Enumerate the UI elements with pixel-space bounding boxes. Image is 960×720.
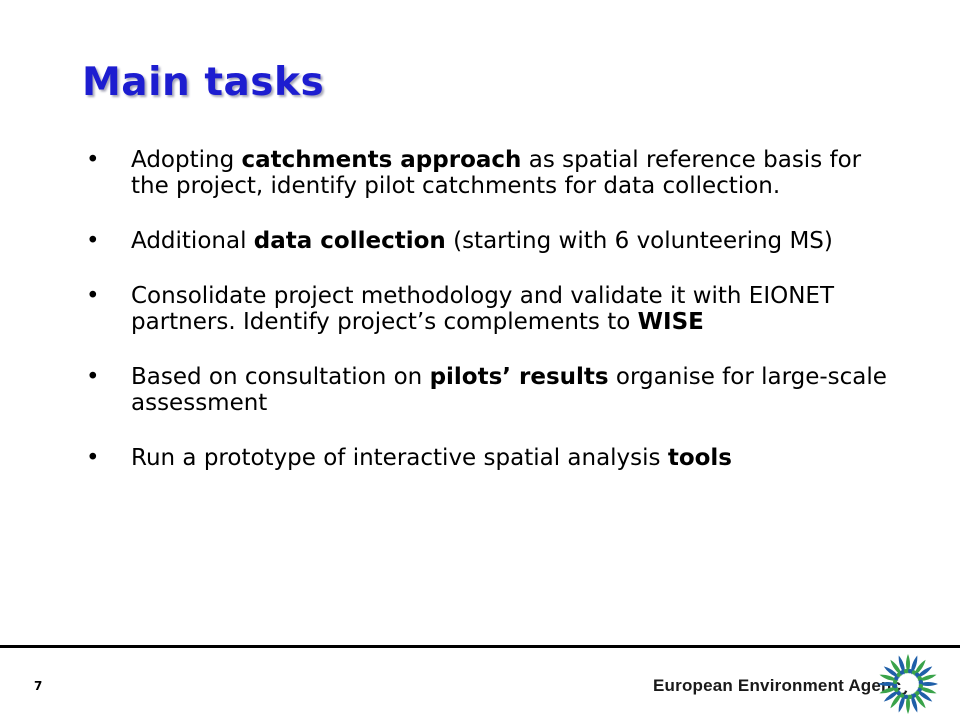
logo-dot <box>899 670 905 675</box>
logo-dot <box>918 683 924 689</box>
bullet-emphasis: data collection <box>253 228 446 254</box>
logo-petal <box>883 666 900 679</box>
logo-petal <box>890 659 903 676</box>
bullet-emphasis: tools <box>667 445 732 471</box>
logo-petal <box>913 659 926 676</box>
logo-dot <box>896 672 902 678</box>
logo-petal <box>911 655 918 675</box>
bullet-dot-icon: • <box>86 445 100 471</box>
logo-dot <box>917 675 922 681</box>
logo-petal <box>916 666 933 679</box>
logo-dot <box>907 668 913 674</box>
logo-dot <box>907 694 913 700</box>
logo-petal <box>906 654 910 674</box>
page-number: 7 <box>34 679 43 693</box>
logo-dot <box>892 679 898 685</box>
logo-petal <box>883 689 900 702</box>
logo-petal <box>878 682 898 686</box>
logo-dot <box>911 693 917 698</box>
bullet-emphasis: catchments approach <box>241 147 522 173</box>
logo-petal <box>913 692 926 709</box>
logo-dot <box>914 690 920 696</box>
bullet-segment: Based on consultation on <box>131 364 430 390</box>
bullet-segment: as spatial reference basis for the proje… <box>131 147 862 199</box>
logo-dot <box>896 690 902 696</box>
bullet-segment: Run a prototype of interactive spatial a… <box>131 445 668 471</box>
eea-logo-icon <box>878 654 938 714</box>
bullet-dot-icon: • <box>86 364 100 390</box>
bullet-text: Run a prototype of interactive spatial a… <box>131 445 732 471</box>
bullet-dot-icon: • <box>86 228 100 254</box>
logo-petal <box>898 693 905 713</box>
bullet-text: Adopting catchments approach as spatial … <box>131 147 861 199</box>
logo-dot <box>894 675 899 681</box>
logo-dot <box>892 683 898 689</box>
logo-petal <box>918 682 938 686</box>
bullet-dot-icon: • <box>86 147 100 173</box>
bullet-item: • Additional data collection (starting wi… <box>86 228 906 254</box>
logo-petal <box>879 674 899 681</box>
footer-divider <box>0 645 960 648</box>
bullet-item: • Consolidate project methodology and val… <box>86 283 906 335</box>
logo-petal <box>917 687 937 694</box>
bullet-segment: Consolidate project methodology and vali… <box>131 283 835 335</box>
bullet-text: Consolidate project methodology and vali… <box>131 283 834 335</box>
logo-dot <box>894 687 899 693</box>
logo-dot <box>899 693 905 698</box>
logo-petal <box>879 687 899 694</box>
logo-dot <box>918 679 924 685</box>
logo-dot <box>911 670 917 675</box>
bullet-list: • Adopting catchments approach as spatial… <box>86 147 906 500</box>
logo-petal <box>916 689 933 702</box>
bullet-item: • Run a prototype of interactive spatial … <box>86 445 906 471</box>
bullet-text: Additional data collection (starting wit… <box>131 228 833 254</box>
bullet-segment: Additional <box>131 228 254 254</box>
bullet-segment: organise for large-scale assessment <box>131 364 887 416</box>
bullet-item: • Adopting catchments approach as spatial… <box>86 147 906 199</box>
logo-petal <box>898 655 905 675</box>
logo-dot <box>917 687 922 693</box>
agency-name: European Environment Agency <box>653 676 911 695</box>
slide-title: Main tasks <box>82 60 325 105</box>
bullet-segment: Adopting <box>131 147 242 173</box>
bullet-emphasis: pilots’ results <box>429 364 609 390</box>
logo-dot <box>914 672 920 678</box>
bullet-text: Based on consultation on pilots’ results… <box>131 364 887 416</box>
logo-dot <box>903 668 909 674</box>
bullet-dot-icon: • <box>86 283 100 309</box>
bullet-segment: (starting with 6 volunteering MS) <box>445 228 833 254</box>
logo-petal <box>917 674 937 681</box>
logo-petal <box>911 693 918 713</box>
bullet-emphasis: WISE <box>637 309 704 335</box>
logo-petal <box>906 694 910 714</box>
bullet-item: • Based on consultation on pilots’ result… <box>86 364 906 416</box>
logo-dot <box>903 694 909 700</box>
logo-petal <box>890 692 903 709</box>
